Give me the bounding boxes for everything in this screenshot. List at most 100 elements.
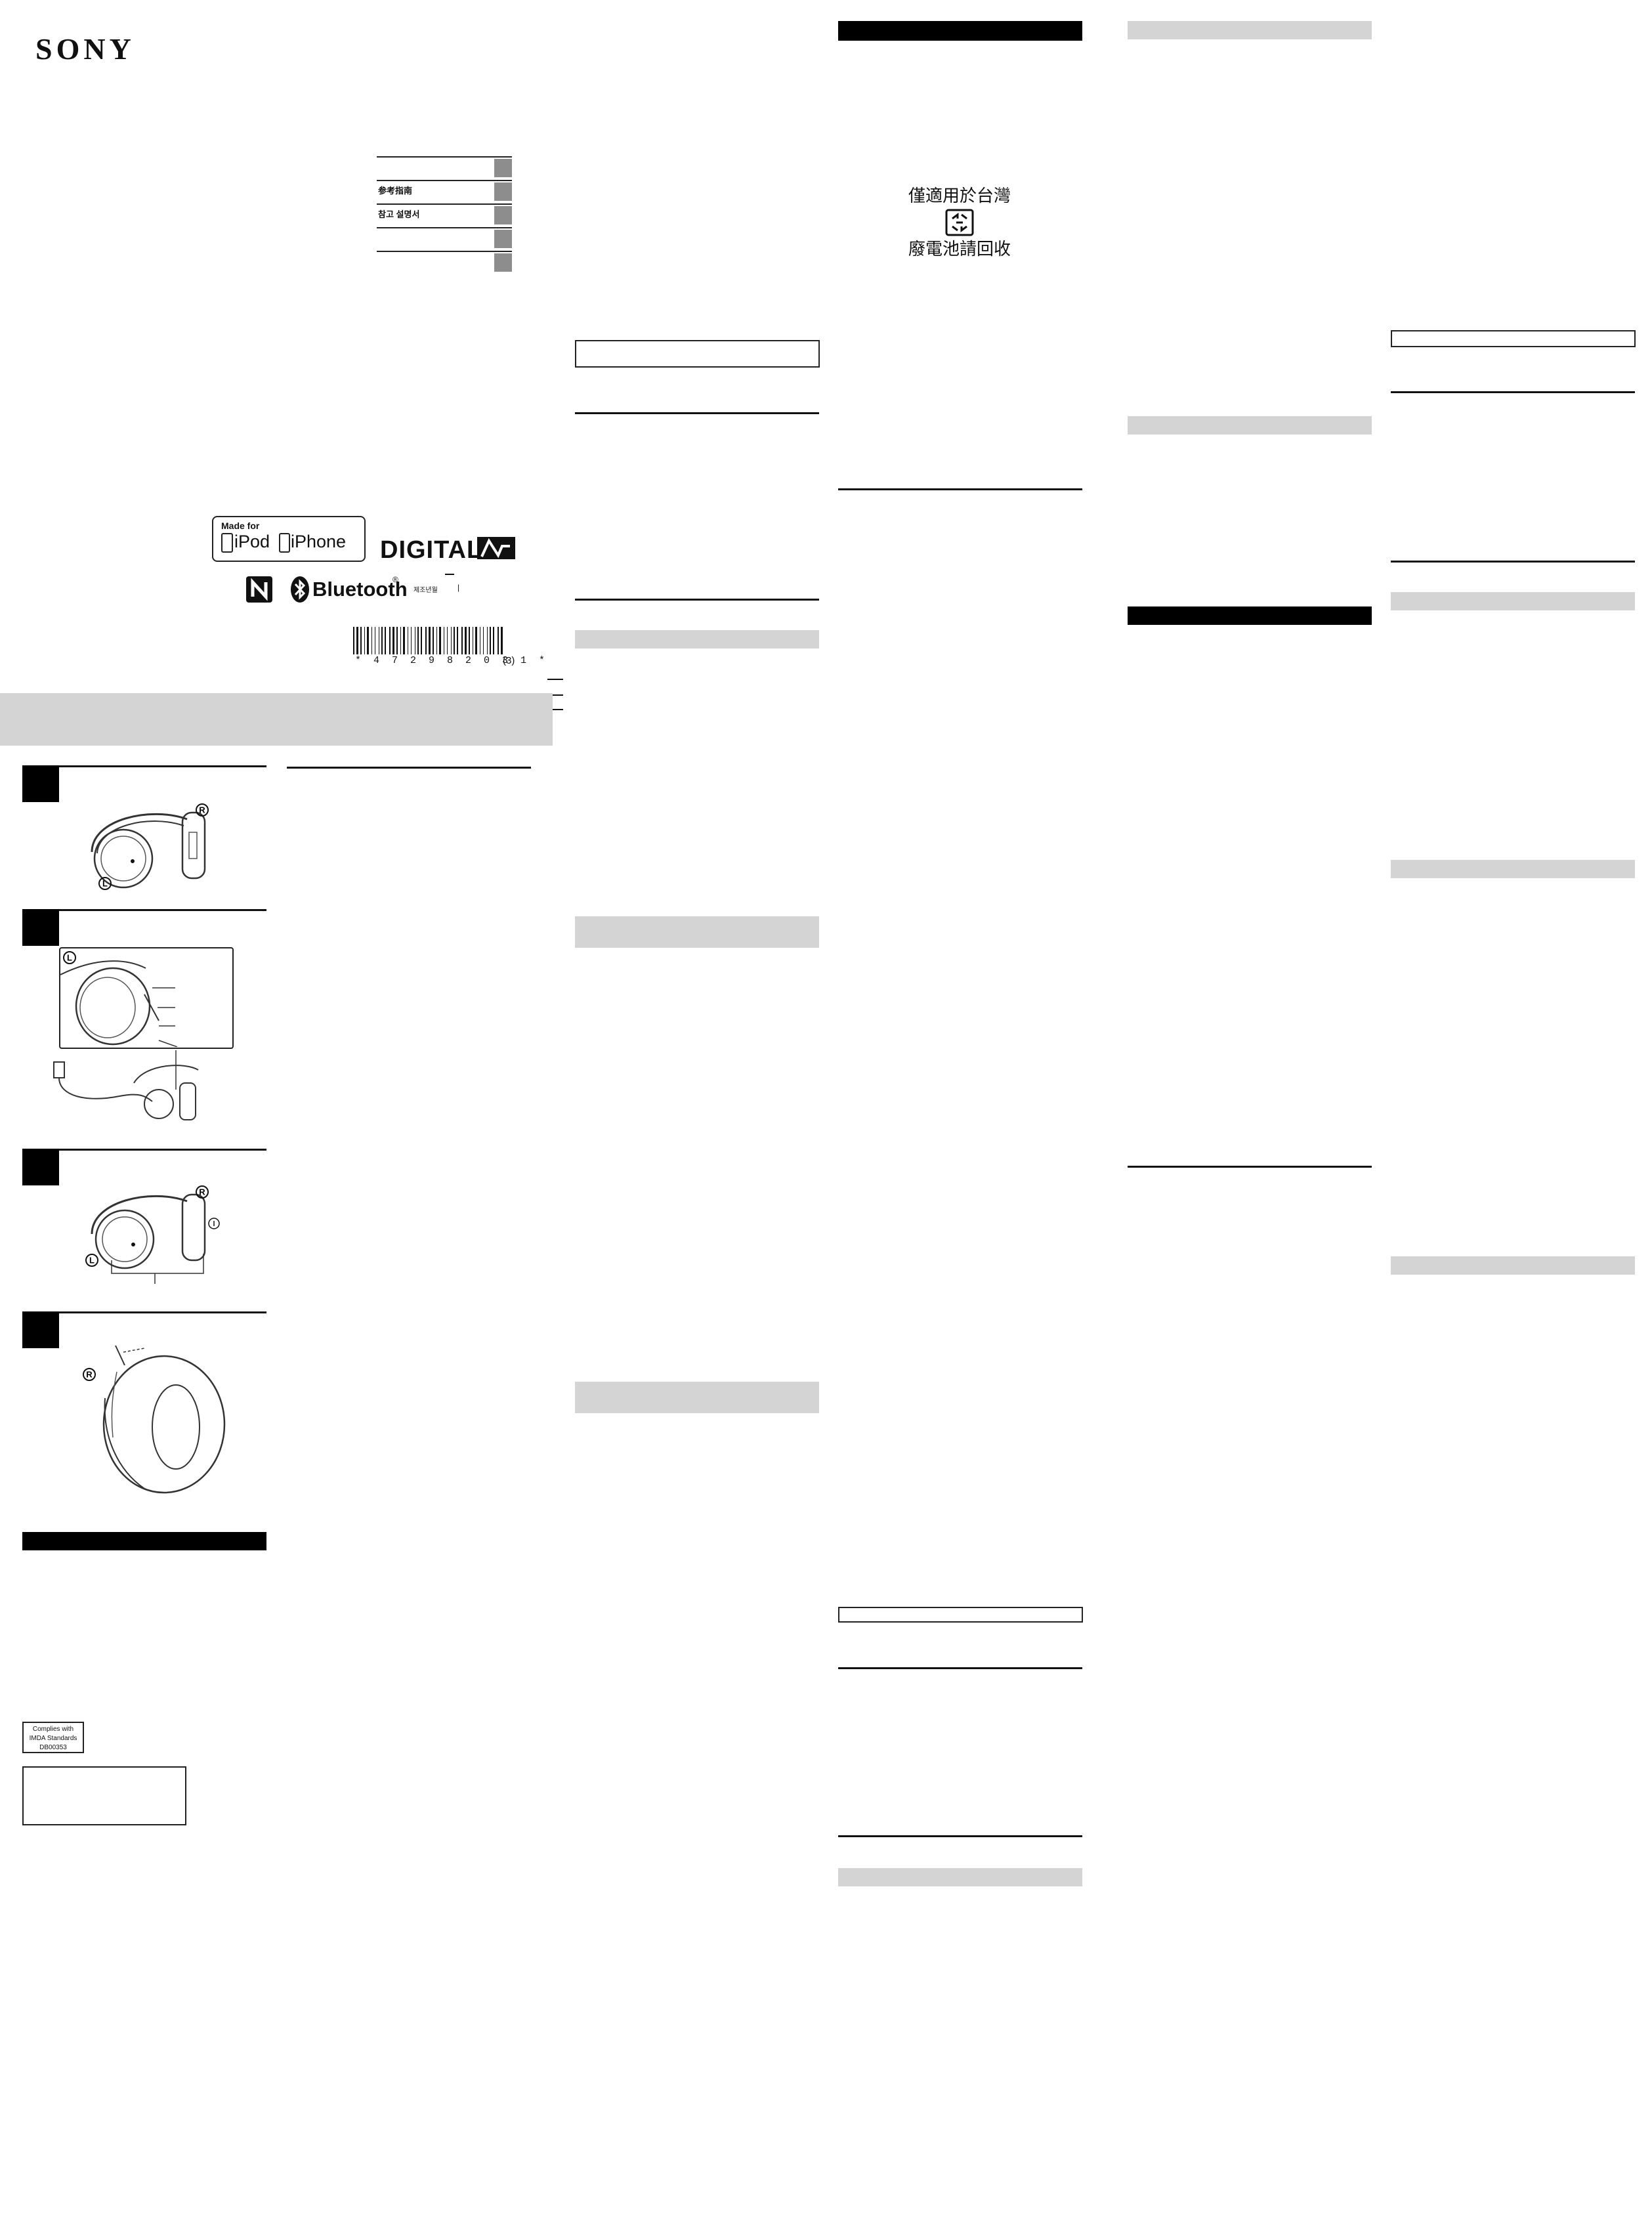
section-rule [575,412,819,414]
bluetooth-logo: Bluetooth ® [290,575,408,604]
fold-mark [547,679,563,680]
barcode-bar [392,627,394,654]
barcode-bar [439,627,441,654]
fold-mark [547,694,563,696]
imda-compliance-label: Complies with IMDA Standards DB00353 [22,1722,84,1753]
charging-figure [47,1050,205,1122]
left-marker: L [67,953,72,963]
taiwan-notice-line-2: 廢電池請回收 [908,240,1011,259]
section-rule [1391,391,1635,393]
language-row-2[interactable]: 参考指南 [377,180,512,201]
barcode-bar [429,627,431,654]
figure-rule-4 [59,1311,266,1313]
right-marker: R [199,805,205,815]
left-marker: L [89,1256,95,1265]
bluetooth-icon [291,576,309,603]
barcode-bar [469,627,470,654]
section-heading-gray [575,1382,819,1413]
section-heading-gray [1128,21,1372,39]
language-label-2: 参考指南 [378,186,413,196]
barcode-bar [421,627,422,654]
language-label-1 [377,162,378,172]
barcode-bar [475,627,477,654]
barcode-bar [356,627,358,654]
n-mark-icon [245,576,273,603]
left-marker: L [102,879,108,889]
sony-logo: SONY [35,32,135,66]
section-rule [1391,561,1635,563]
figure-number-3 [22,1149,59,1185]
barcode-bar [457,627,458,654]
language-tab-square [494,206,512,224]
barcode-bar [389,627,391,654]
barcode-bar [490,627,491,654]
barcode-revision: (3) [503,655,515,666]
imda-line-1: Complies with [32,1726,74,1733]
section-rule [838,1835,1082,1837]
headphone-figure-3: R L [72,1181,230,1287]
barcode-bar [501,627,503,654]
barcode-bar [396,627,398,654]
notice-box [22,1766,186,1825]
taiwan-battery-notice: 僅適用於台灣 廢電池請回收 [887,182,1032,261]
iphone-label: iPhone [291,532,347,551]
barcode-bar [353,627,354,654]
section-rule [838,488,1082,490]
language-tab-square [494,159,512,177]
barcode-bar [371,627,372,654]
svg-text:DIGITAL: DIGITAL [380,536,482,563]
language-label-4 [377,233,378,243]
language-row-3[interactable]: 참고 설명서 [377,203,512,224]
language-row-4[interactable] [377,227,512,248]
right-marker: R [199,1187,205,1197]
made-for-label: Made for [221,521,260,531]
section-rule [1128,1166,1372,1168]
barcode-bar [417,627,419,654]
imda-line-2: IMDA Standards [29,1735,77,1742]
figure-number-1 [22,765,59,802]
figure-rule-3 [59,1149,266,1151]
language-label-5 [377,257,378,266]
battery-recycle-icon [887,207,1032,236]
note-box [1391,330,1636,347]
headphone-figure-1: R L [72,799,230,891]
language-tab-square [494,182,512,201]
language-label-3: 참고 설명서 [378,209,420,219]
section-rule [575,599,819,601]
iphone-icon [279,533,290,553]
figure-number-2 [22,909,59,946]
section-heading-bar [838,21,1082,41]
barcode-bar [447,627,448,654]
barcode [353,627,503,657]
language-row-1[interactable] [377,156,512,177]
language-tab-square [494,230,512,248]
figure-number-4 [22,1311,59,1348]
ipod-label: iPod [234,532,270,551]
section-heading-gray [1391,1256,1635,1275]
barcode-bar [425,627,427,654]
korean-separator: | [457,583,460,592]
barcode-bar [498,627,499,654]
note-box [838,1607,1083,1623]
barcode-bar [461,627,463,654]
korean-manufacture-note: 제조년월 [413,587,438,594]
made-for-ipod-iphone-logo: Made for iPod iPhone [212,516,366,562]
cover-gray-band [0,693,553,746]
barcode-bar [403,627,405,654]
barcode-digits: * 4 7 2 9 8 2 0 3 1 * [355,655,549,666]
barcode-bar [436,627,437,654]
right-marker: R [86,1370,93,1380]
barcode-bar [493,627,494,654]
section-heading-bar [1128,606,1372,625]
charging-detail-frame: L [59,947,234,1049]
barcode-bar [364,627,365,654]
figure-rule-1 [59,765,266,767]
section-heading-gray [575,630,819,649]
language-tab-square [494,253,512,272]
earpad-figure: R [79,1339,230,1497]
barcode-bar [400,627,401,654]
section-heading-gray [838,1868,1082,1886]
language-row-5[interactable] [377,251,512,272]
barcode-bar [433,627,434,654]
korean-overline [445,574,454,575]
